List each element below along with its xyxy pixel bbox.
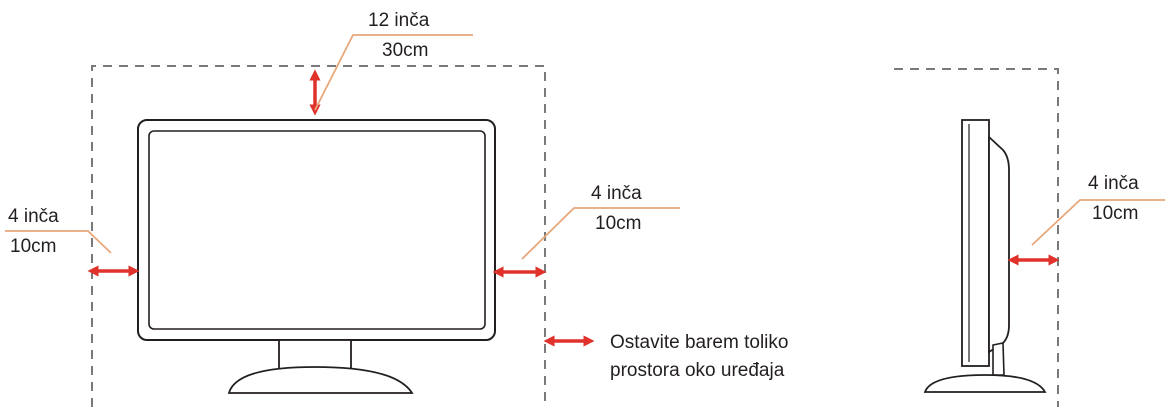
- side-clearance-inches: 4 inča: [1088, 173, 1139, 194]
- side-monitor-rear: [988, 134, 1010, 354]
- top-clearance-cm: 30cm: [382, 40, 428, 61]
- side-clearance-boundary: [894, 68, 1059, 407]
- front-view: 12 inča 30cm 4 inča 10cm 4 inča 10cm: [5, 10, 680, 407]
- left-clearance-inches: 4 inča: [8, 206, 59, 227]
- right-clearance-inches: 4 inča: [591, 183, 642, 204]
- left-leader-line: [5, 230, 112, 254]
- side-leader-line: [1031, 199, 1165, 246]
- side-monitor-panel: [961, 119, 990, 367]
- top-leader-line: [314, 34, 473, 111]
- legend-text-line1: Ostavite barem toliko: [610, 332, 788, 353]
- side-monitor-stand-neck: [992, 342, 1005, 376]
- monitor-screen: [148, 130, 486, 330]
- right-clearance-cm: 10cm: [595, 213, 641, 234]
- legend: Ostavite barem toliko prostora oko uređa…: [543, 332, 788, 381]
- legend-text-line2: prostora oko uređaja: [610, 360, 785, 381]
- side-monitor-stand-base: [923, 374, 1047, 393]
- left-clearance-cm: 10cm: [10, 236, 56, 257]
- monitor-stand-neck: [278, 339, 352, 371]
- side-clearance-cm: 10cm: [1092, 203, 1138, 224]
- top-clearance-inches: 12 inča: [368, 10, 430, 31]
- right-leader-line: [521, 207, 680, 260]
- monitor-stand-base: [227, 366, 414, 394]
- side-view: 4 inča 10cm: [894, 68, 1165, 407]
